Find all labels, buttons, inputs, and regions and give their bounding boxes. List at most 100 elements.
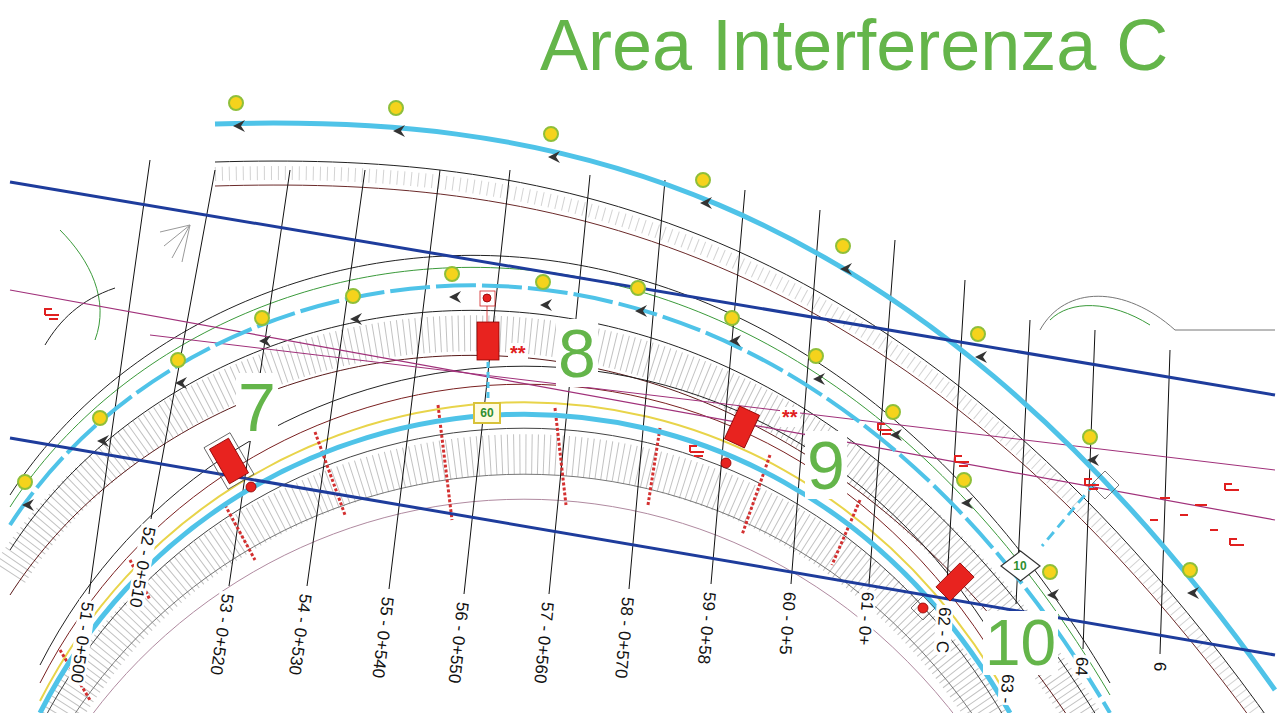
- red-flag-symbol: [45, 309, 59, 319]
- flow-chevron: [22, 499, 34, 511]
- contour-line: [40, 428, 1010, 713]
- station-label: 52 - 0+510: [126, 523, 158, 610]
- survey-point: [957, 473, 971, 487]
- red-flag-symbol: [690, 446, 704, 456]
- water-line: [40, 414, 1010, 713]
- water-line: [10, 123, 1275, 713]
- flow-chevron: [890, 429, 902, 441]
- survey-point: [18, 96, 1197, 579]
- callout-number: 8: [556, 319, 598, 387]
- survey-point: [725, 311, 739, 325]
- node-text: 60: [480, 407, 493, 419]
- red-dashed-mark: [225, 505, 255, 560]
- boundary-line: [10, 182, 1275, 395]
- contour-line: [40, 474, 1010, 713]
- boundary-line: [10, 438, 1275, 655]
- survey-point: [1043, 565, 1057, 579]
- survey-point: [229, 96, 243, 110]
- flow-chevron: [700, 197, 712, 209]
- water-line: [10, 285, 1110, 713]
- callout-number: 9: [805, 431, 847, 499]
- survey-point: [1183, 563, 1197, 577]
- survey-point: [971, 327, 985, 341]
- interference-symbol: [724, 406, 759, 448]
- flow-chevron: [1047, 589, 1059, 601]
- interference-symbol: [918, 603, 928, 613]
- station-label: 51 - 0+500: [68, 599, 97, 686]
- water-line: [1042, 483, 1095, 546]
- flow-chevron: [813, 373, 825, 385]
- flow-chevron: [22, 120, 1199, 601]
- red-dashed-mark: [555, 408, 566, 505]
- title: Area Interferenza C: [540, 9, 1168, 81]
- survey-point: [886, 405, 900, 419]
- site-outline: [1040, 296, 1275, 330]
- flow-chevron: [449, 291, 461, 303]
- callout-number: 7: [236, 373, 278, 441]
- red-dashed-mark: [60, 405, 860, 700]
- station-label: 63 -: [997, 671, 1016, 705]
- survey-point: [696, 173, 710, 187]
- flow-chevron: [548, 151, 560, 163]
- marker-box: 60: [473, 402, 501, 424]
- flow-chevron: [840, 263, 852, 275]
- flow-chevron: [540, 299, 552, 311]
- survey-point: [809, 349, 823, 363]
- survey-point: [389, 101, 403, 115]
- station-label: 6: [1151, 660, 1168, 674]
- station-label: 56 - 0+550: [445, 599, 471, 686]
- survey-point: [836, 239, 850, 253]
- red-flag-symbol: [1150, 515, 1218, 530]
- station-label: 54 - 0+530: [286, 591, 315, 678]
- station-label: 62 - C: [933, 604, 953, 655]
- flow-chevron: [975, 351, 987, 363]
- red-flag-symbol: [1085, 479, 1099, 489]
- marker-text: **: [780, 407, 800, 427]
- node-text: 10: [1013, 560, 1026, 572]
- station-line: [229, 170, 290, 586]
- red-flag-symbol: [878, 424, 892, 434]
- flow-chevron: [259, 335, 271, 347]
- contour-line: [10, 310, 1110, 713]
- flow-chevron: [233, 120, 245, 132]
- red-flag-symbol: [955, 456, 969, 466]
- red-flag-symbol: [45, 309, 1244, 545]
- site-outline: [45, 225, 1275, 345]
- site-outline: [45, 288, 115, 345]
- station-label: 64: [1073, 655, 1091, 679]
- callout-number: 10: [983, 611, 1058, 675]
- flow-chevron: [1187, 587, 1199, 599]
- survey-point: [631, 281, 645, 295]
- survey-point: [445, 267, 459, 281]
- magenta-line: [10, 290, 1275, 520]
- contour-line: [40, 366, 1010, 665]
- survey-point: [93, 411, 107, 425]
- site-outline: [1050, 306, 1150, 325]
- water-line: [215, 123, 1275, 690]
- marker-text: **: [508, 343, 528, 363]
- flow-chevron: [635, 305, 647, 317]
- station-line: [89, 160, 1170, 654]
- station-label: 55 - 0+540: [369, 594, 396, 681]
- survey-point: [544, 127, 558, 141]
- survey-point: [171, 353, 185, 367]
- interference-symbol: [487, 306, 488, 322]
- site-outline: [60, 230, 100, 340]
- flow-chevron: [393, 125, 405, 137]
- station-label: 59 - 0+58: [695, 589, 719, 667]
- magenta-line: [10, 290, 1275, 520]
- flow-chevron: [1087, 454, 1099, 466]
- interference-symbol: [911, 596, 935, 620]
- interference-symbol: [209, 438, 248, 484]
- marker-diamond: 10: [1000, 550, 1041, 582]
- interference-symbol: [246, 482, 256, 492]
- survey-point: [255, 311, 269, 325]
- interference-symbol: [721, 458, 731, 468]
- station-label: 58 - 0+570: [612, 594, 637, 681]
- station-line: [711, 190, 745, 584]
- flow-chevron: [175, 377, 187, 389]
- site-outline: [160, 225, 190, 262]
- interference-symbol: [204, 433, 254, 490]
- station-line: [1160, 350, 1170, 654]
